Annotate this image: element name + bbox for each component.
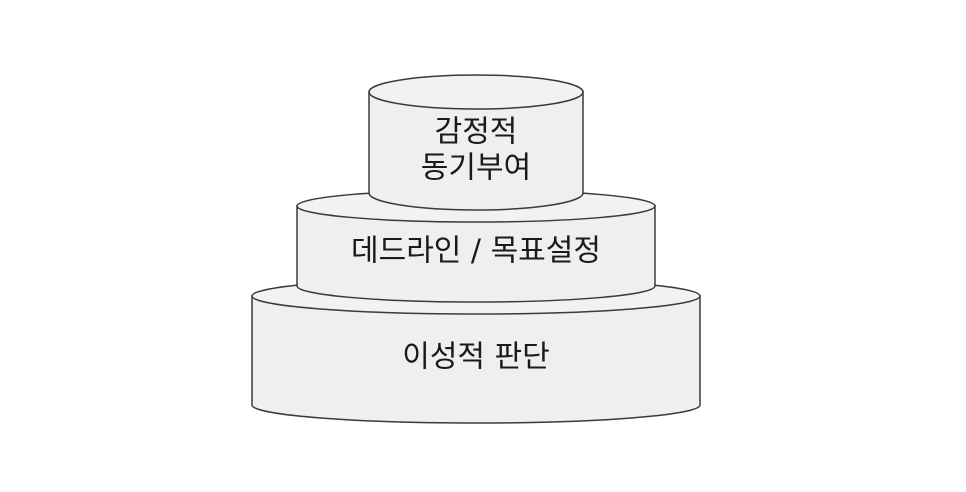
tier-middle-body (296, 205, 656, 303)
tier-top-label-line-2: 동기부여 (421, 151, 531, 186)
tier-bottom-body (251, 295, 701, 424)
tier-top-label-line-1: 감정적 (435, 115, 518, 150)
tier-top: 감정적 동기부여 (368, 74, 584, 211)
tier-middle-label: 데드라인 / 목표설정 (351, 234, 601, 269)
tier-top-body (368, 91, 584, 211)
tier-top-top (368, 74, 584, 110)
tier-bottom-label: 이성적 판단 (402, 340, 550, 375)
